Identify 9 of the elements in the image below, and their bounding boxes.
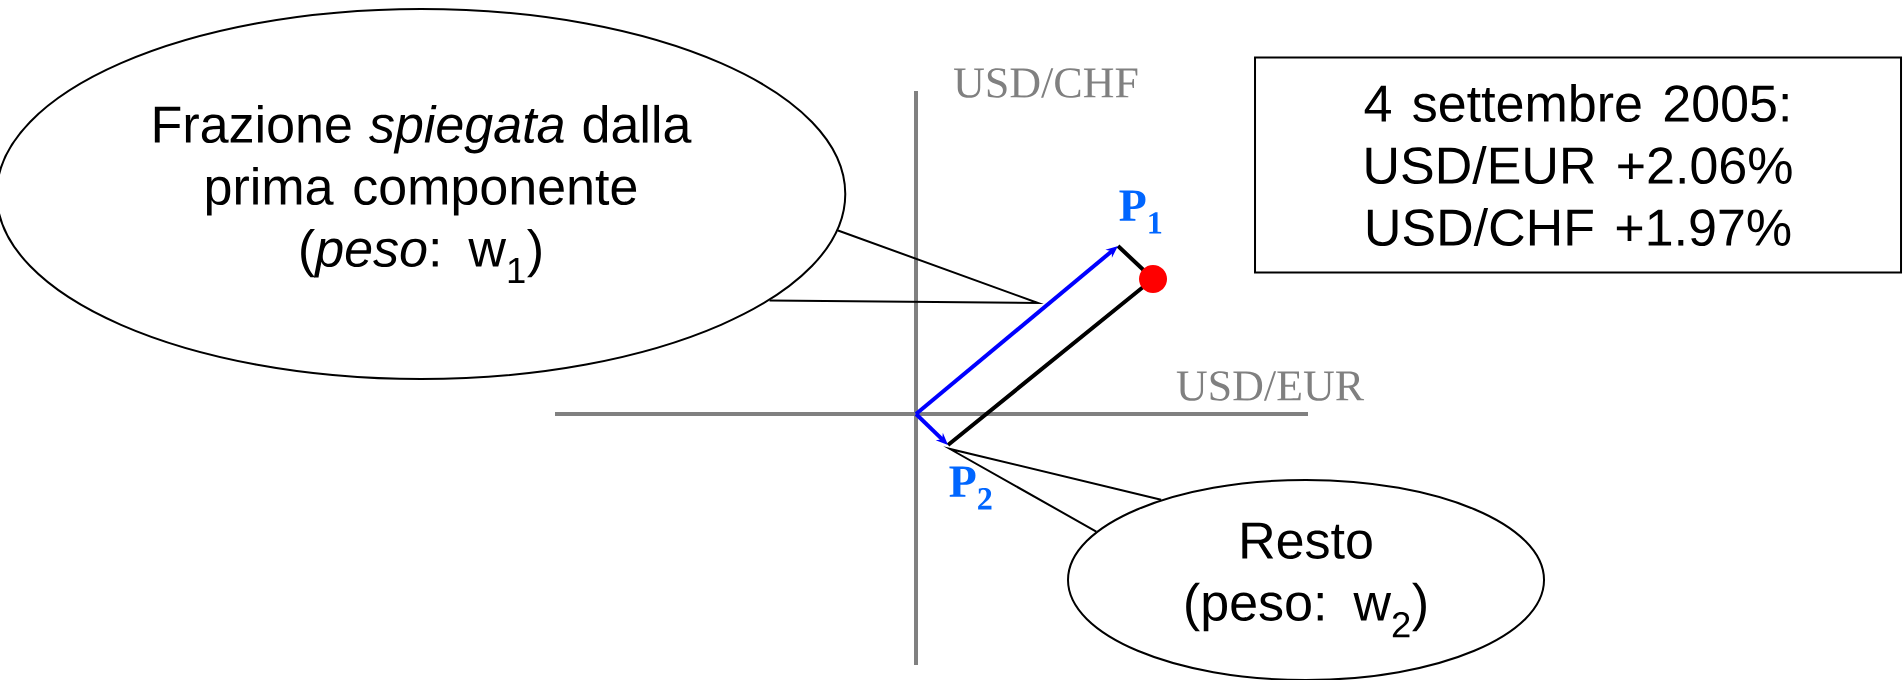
vector-label: P$_{1}$ [1119,190,1162,234]
axis-label: USD/EUR [1176,371,1365,401]
text-box: 4 settembre 2005: USD/EUR +2.06% USD/CHF +1.97% [1254,56,1902,274]
vector-label: P$_{2}$ [949,466,992,510]
speech-bubble: Resto (peso: w$_{2}$) [1067,479,1545,680]
leader-line [943,446,1163,533]
speech-bubble: Frazione spiegata dalla prima componente (peso: w$_{1}$) [0,8,847,380]
leader-line [768,229,1044,305]
axis-label: USD/CHF [954,68,1138,98]
